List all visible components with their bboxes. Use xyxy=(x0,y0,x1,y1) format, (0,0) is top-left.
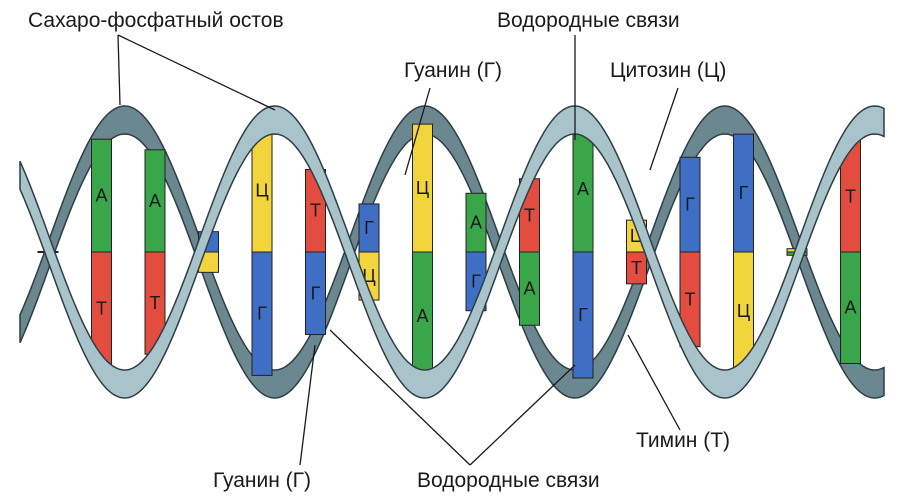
base-pair: ЦГ xyxy=(251,128,273,376)
base-letter-top: А xyxy=(470,213,482,233)
base-letter-top: Г xyxy=(685,195,695,215)
base-letter-bottom: А xyxy=(523,279,535,299)
label-hydrogen-bonds-bottom: Водородные связи xyxy=(417,469,600,492)
label-pointers xyxy=(117,34,681,466)
backbone-strand-front xyxy=(19,105,885,399)
base-pair: ТА xyxy=(519,178,540,326)
base-pair: ЦА xyxy=(412,123,433,381)
base-bottom xyxy=(305,251,326,336)
label-hydrogen-bonds-top: Водородные связи xyxy=(497,9,680,32)
base-pair: ТА xyxy=(840,140,861,364)
label-sugar-phosphate-backbone: Сахаро-фосфатный остов xyxy=(28,9,284,32)
base-letter-bottom: Т xyxy=(96,298,107,318)
label-pointer-line xyxy=(299,344,316,466)
label-cytosine: Цитозин (Ц) xyxy=(610,59,726,82)
base-letter-bottom: Г xyxy=(311,283,321,303)
base-letter-top: Ц xyxy=(416,178,429,198)
base-bottom xyxy=(626,251,647,285)
base-letter-bottom: Г xyxy=(578,305,588,325)
backbone-strand-back xyxy=(19,105,885,399)
base-letter-bottom: Т xyxy=(631,258,642,278)
label-thymine: Тимин (Т) xyxy=(636,429,730,452)
label-pointer-line xyxy=(404,87,431,176)
base-letter-bottom: Ц xyxy=(737,301,750,321)
base-letter-top: А xyxy=(95,186,107,206)
base-letter-bottom: А xyxy=(844,298,856,318)
base-letter-top: А xyxy=(149,191,161,211)
base-letter-top: А xyxy=(577,179,589,199)
base-letter-bottom: А xyxy=(416,306,428,326)
base-letter-top: Т xyxy=(845,186,856,206)
base-bottom xyxy=(519,251,540,326)
base-letter-top: Г xyxy=(364,218,374,238)
base-letter-bottom: Г xyxy=(471,271,481,291)
base-pair: АТ xyxy=(144,149,166,355)
label-pointer-line xyxy=(469,364,576,466)
base-pair: АГ xyxy=(572,125,594,379)
base-pair: ГЦ xyxy=(733,133,754,371)
base-bottom xyxy=(572,251,594,379)
base-pair: ГТ xyxy=(679,156,701,348)
backbone-ribbon-back xyxy=(19,105,885,399)
backbone-ribbon-front xyxy=(19,105,885,399)
label-pointer-line xyxy=(329,329,471,466)
base-letter-bottom: Г xyxy=(257,304,267,324)
label-pointer-line xyxy=(117,34,121,106)
base-pair: АТ xyxy=(91,138,112,366)
base-letter-top: Т xyxy=(310,201,321,221)
base-letter-top: Ц xyxy=(255,180,268,200)
base-letter-top: Т xyxy=(524,205,535,225)
label-guanine-bottom: Гуанин (Г) xyxy=(213,469,311,492)
base-letter-top: Г xyxy=(739,183,749,203)
label-pointer-line xyxy=(117,34,276,111)
base-bottom xyxy=(251,251,273,376)
label-pointer-line xyxy=(649,87,679,171)
base-bottom xyxy=(840,251,861,364)
label-guanine-top: Гуанин (Г) xyxy=(404,59,502,82)
base-letter-bottom: Т xyxy=(150,293,161,313)
base-letter-bottom: Т xyxy=(685,289,696,309)
label-pointer-line xyxy=(627,334,681,431)
